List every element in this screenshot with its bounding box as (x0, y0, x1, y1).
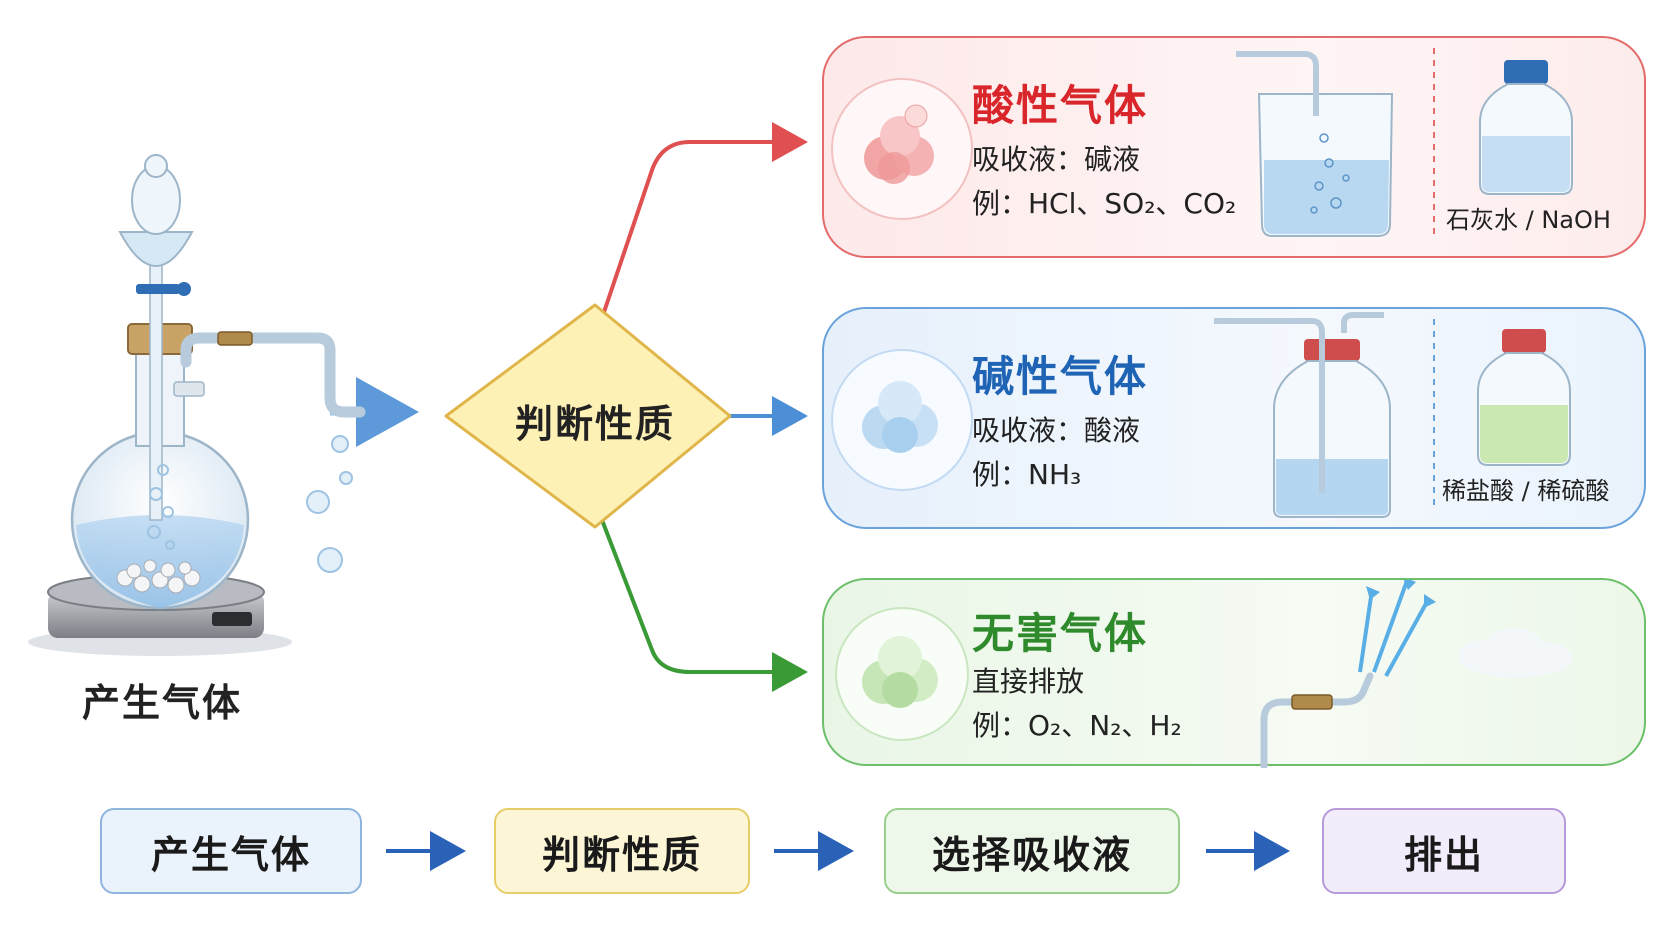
safe-disposal: 直接排放 (972, 665, 1085, 698)
acid-gas-panel: 酸性气体 吸收液：碱液 例：HCl、SO₂、CO₂ 石灰水 / NaOH (822, 36, 1646, 258)
flow-step-judge: 判断性质 (494, 808, 750, 894)
acid-caption: 石灰水 / NaOH (1446, 206, 1611, 234)
arrow-to-acid (600, 122, 808, 319)
base-panel-graphics (831, 312, 1571, 518)
gas-washing-bottle-icon (1214, 312, 1391, 518)
harmless-gas-panel: 无害气体 直接排放 例：O₂、N₂、H₂ (822, 578, 1646, 768)
acid-panel-graphics (831, 48, 1573, 238)
vent-tube-icon (1260, 580, 1436, 768)
base-title: 碱性气体 (972, 352, 1149, 401)
acid-bubble-icon (864, 104, 934, 184)
flow-step-generate: 产生气体 (100, 808, 362, 894)
acid-examples: 例：HCl、SO₂、CO₂ (972, 187, 1237, 220)
gas-generator-apparatus (28, 154, 366, 656)
alkaline-gas-panel: 碱性气体 吸收液：酸液 例：NH₃ 稀盐酸 / 稀硫酸 (822, 307, 1646, 529)
decision-diamond (444, 303, 732, 529)
safe-bubble-icon (862, 636, 938, 708)
base-absorbent: 吸收液：酸液 (972, 414, 1141, 447)
gas-washing-beaker-icon (1236, 51, 1394, 237)
naoh-bottle-icon (1479, 60, 1573, 195)
flow-step-discharge: 排出 (1322, 808, 1566, 894)
safe-examples: 例：O₂、N₂、H₂ (972, 709, 1182, 742)
safe-title: 无害气体 (972, 609, 1149, 658)
arrow-to-safe (600, 519, 808, 692)
base-examples: 例：NH₃ (972, 458, 1082, 491)
source-label: 产生气体 (82, 681, 243, 725)
base-caption: 稀盐酸 / 稀硫酸 (1442, 477, 1610, 505)
base-bubble-icon (862, 381, 938, 453)
decision-label: 判断性质 (514, 402, 675, 446)
dilute-acid-bottle-icon (1477, 329, 1571, 466)
acid-absorbent: 吸收液：碱液 (972, 143, 1141, 176)
acid-title: 酸性气体 (972, 81, 1149, 130)
safe-panel-graphics (835, 580, 1572, 768)
flow-step-choose-absorbent: 选择吸收液 (884, 808, 1180, 894)
cloud-icon (1458, 628, 1572, 678)
